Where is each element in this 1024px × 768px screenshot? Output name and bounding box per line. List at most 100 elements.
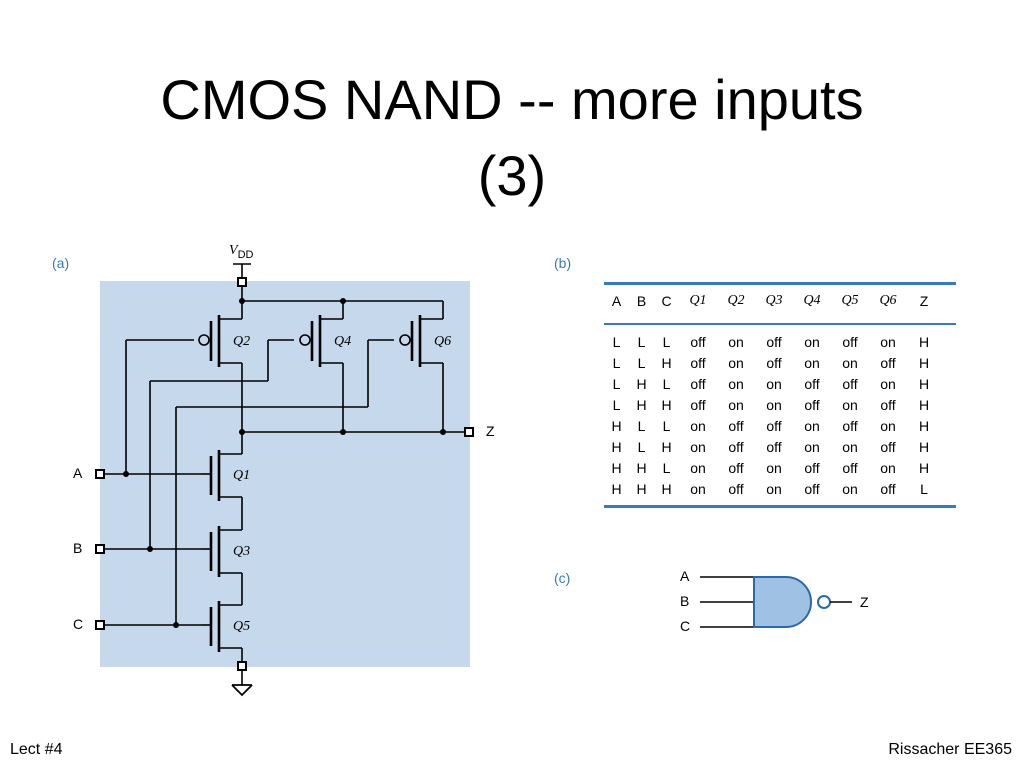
vdd-label: VDD [229,243,254,261]
transistor-label-q4: Q4 [334,334,351,349]
table-cell: off [804,459,820,476]
header-q2: Q2 [727,293,745,308]
table-cell: H [636,375,647,392]
table-cell: off [842,333,858,350]
panel-label-a: (a) [52,255,70,271]
table-cell: H [636,396,647,413]
table-cell: on [880,417,896,434]
table-cell: on [690,417,706,434]
table-cell: off [766,354,782,371]
table-cell: on [880,333,896,350]
table-cell: off [880,480,896,497]
table-cell: off [690,333,706,350]
table-cell: H [918,417,930,434]
table-cell: on [842,354,858,371]
table-cell: L [612,354,621,371]
table-cell: on [728,333,744,350]
truth-table-top-rule [604,282,956,285]
header-c: C [661,293,672,309]
table-cell: L [662,333,671,350]
pmos-transistor-q6 [399,315,443,367]
table-cell: H [636,480,647,497]
junction-dots [123,298,446,628]
table-cell: H [611,438,622,455]
header-b: B [636,293,647,309]
header-q5: Q5 [841,293,859,308]
table-cell: off [804,396,820,413]
table-cell: off [690,375,706,392]
transistor-label-q3: Q3 [233,544,250,559]
table-cell: on [690,459,706,476]
table-cell: off [728,480,744,497]
header-q3: Q3 [765,293,783,308]
table-cell: on [766,375,782,392]
gate-output-label-z: Z [860,594,869,610]
table-cell: on [690,438,706,455]
table-cell: H [661,438,672,455]
slide-title: CMOS NAND -- more inputs (3) [0,62,1024,214]
table-cell: on [766,459,782,476]
gate-input-label-a: A [680,568,690,584]
header-z: Z [919,293,929,309]
gate-input-label-b: B [680,593,689,609]
table-cell: H [661,354,672,371]
table-cell: off [728,417,744,434]
table-cell: off [766,333,782,350]
table-cell: H [611,480,622,497]
table-cell: H [918,333,930,350]
table-cell: L [662,375,671,392]
table-cell: off [804,375,820,392]
table-cell: on [804,333,820,350]
table-cell: L [612,396,621,413]
table-cell: off [880,354,896,371]
table-cell: H [918,354,930,371]
nand-gate-body [753,576,812,628]
table-cell: L [637,417,646,434]
header-a: A [611,293,622,309]
table-cell: H [918,396,930,413]
truth-table-header-rule [604,323,956,325]
table-cell: H [611,459,622,476]
table-cell: off [880,396,896,413]
table-cell: off [842,459,858,476]
gate-input-label-c: C [680,618,690,634]
table-cell: off [880,438,896,455]
table-cell: off [728,438,744,455]
table-cell: off [766,417,782,434]
footer-course: Rissacher EE365 [888,741,1012,758]
ground-icon [231,684,253,697]
table-cell: on [728,375,744,392]
table-cell: off [690,354,706,371]
header-q1: Q1 [689,293,707,308]
table-cell: H [611,417,622,434]
table-cell: off [842,417,858,434]
nmos-transistor-q1 [201,450,242,501]
nand-gate-symbol [700,576,852,628]
title-line-1: CMOS NAND -- more inputs [160,68,864,131]
footer-lecture: Lect #4 [10,741,63,758]
table-cell: off [690,396,706,413]
table-cell: H [661,480,672,497]
table-cell: on [880,375,896,392]
table-cell: off [804,480,820,497]
input-label-c: C [73,616,83,632]
header-q4: Q4 [803,293,821,308]
pmos-transistor-q2 [198,315,242,367]
table-cell: on [880,459,896,476]
truth-table-bottom-rule [604,505,956,508]
title-line-2: (3) [477,144,547,207]
nmos-transistor-q5 [201,601,242,652]
table-cell: L [637,354,646,371]
panel-label-b: (b) [554,255,572,271]
nmos-transistor-q3 [201,526,242,577]
output-label-z: Z [486,423,495,439]
table-cell: off [842,375,858,392]
